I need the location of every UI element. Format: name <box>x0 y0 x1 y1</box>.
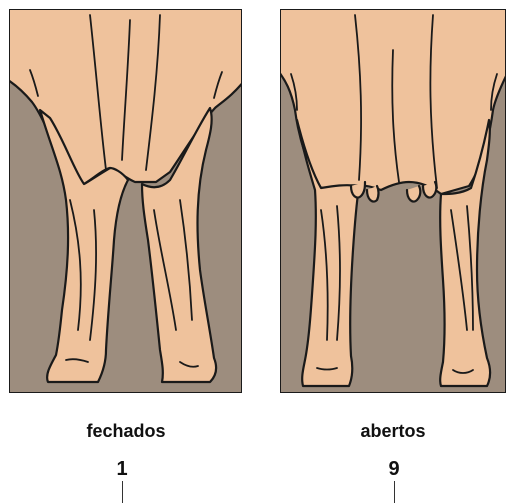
closed-legs-drawing <box>10 10 242 393</box>
open-label: abertos <box>318 421 468 442</box>
closed-tick <box>122 481 123 503</box>
teat-right <box>407 186 420 202</box>
open-legs-illustration <box>280 9 506 393</box>
open-tick <box>394 481 395 503</box>
closed-legs-illustration <box>9 9 242 393</box>
body-shape <box>281 10 506 194</box>
open-legs-drawing <box>281 10 506 393</box>
closed-label: fechados <box>51 421 201 442</box>
open-score: 9 <box>364 458 424 481</box>
closed-score: 1 <box>92 458 152 481</box>
teat-left-2 <box>367 186 379 202</box>
